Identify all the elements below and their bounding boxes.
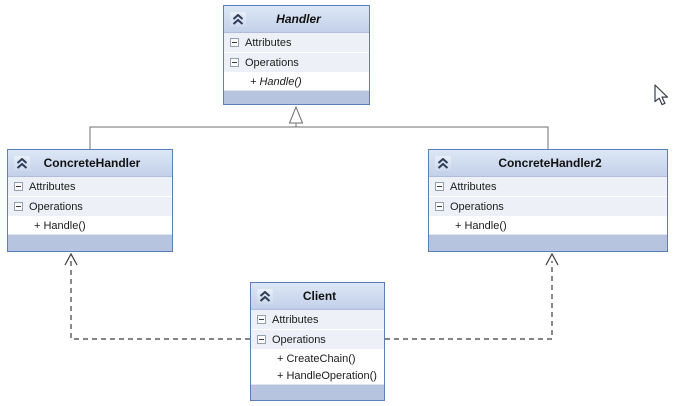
section-label: Operations bbox=[272, 333, 326, 346]
class-title: ConcreteHandler bbox=[43, 156, 141, 170]
minus-box-icon[interactable] bbox=[257, 315, 266, 324]
section-label: Operations bbox=[450, 200, 504, 213]
minus-box-icon[interactable] bbox=[230, 38, 239, 47]
operation-item[interactable]: + CreateChain() bbox=[251, 350, 384, 367]
operation-item[interactable]: + Handle() bbox=[8, 217, 172, 234]
class-bottom-strip bbox=[224, 90, 369, 104]
class-bottom-strip bbox=[429, 234, 667, 251]
class-title: ConcreteHandler2 bbox=[498, 156, 602, 170]
section-label: Attributes bbox=[272, 313, 319, 326]
class-concretehandler[interactable]: ConcreteHandler Attributes Operations + … bbox=[7, 149, 173, 252]
class-header[interactable]: ConcreteHandler bbox=[8, 150, 172, 177]
minus-box-icon[interactable] bbox=[435, 202, 444, 211]
class-header[interactable]: ConcreteHandler2 bbox=[429, 150, 667, 177]
class-title: Handler bbox=[276, 12, 321, 26]
operation-item[interactable]: + Handle() bbox=[429, 217, 667, 234]
section-label: Operations bbox=[29, 200, 83, 213]
attributes-section[interactable]: Attributes bbox=[224, 33, 369, 53]
chevron-double-up-icon[interactable] bbox=[435, 155, 451, 171]
attributes-section[interactable]: Attributes bbox=[251, 310, 384, 330]
class-bottom-strip bbox=[8, 234, 172, 251]
open-arrowhead-icon bbox=[64, 252, 78, 266]
chevron-double-up-icon[interactable] bbox=[257, 288, 273, 304]
class-concretehandler2[interactable]: ConcreteHandler2 Attributes Operations +… bbox=[428, 149, 668, 252]
section-label: Attributes bbox=[245, 36, 292, 49]
class-header[interactable]: Handler bbox=[224, 6, 369, 33]
class-client[interactable]: Client Attributes Operations + CreateCha… bbox=[250, 282, 385, 401]
class-header[interactable]: Client bbox=[251, 283, 384, 310]
operations-section[interactable]: Operations bbox=[429, 197, 667, 217]
dependency-connector-right[interactable] bbox=[385, 252, 559, 340]
operation-item[interactable]: + Handle() bbox=[224, 73, 369, 90]
minus-box-icon[interactable] bbox=[230, 58, 239, 67]
open-arrowhead-icon bbox=[545, 252, 559, 266]
operations-section[interactable]: Operations bbox=[8, 197, 172, 217]
section-label: Operations bbox=[245, 56, 299, 69]
chevron-double-up-icon[interactable] bbox=[230, 11, 246, 27]
attributes-section[interactable]: Attributes bbox=[429, 177, 667, 197]
operation-item[interactable]: + HandleOperation() bbox=[251, 367, 384, 384]
attributes-section[interactable]: Attributes bbox=[8, 177, 172, 197]
class-handler[interactable]: Handler Attributes Operations + Handle() bbox=[223, 5, 370, 105]
inheritance-connector[interactable] bbox=[89, 123, 549, 149]
class-title: Client bbox=[302, 289, 337, 303]
operations-section[interactable]: Operations bbox=[224, 53, 369, 73]
chevron-double-up-icon[interactable] bbox=[14, 155, 30, 171]
section-label: Attributes bbox=[29, 180, 76, 193]
minus-box-icon[interactable] bbox=[14, 182, 23, 191]
inheritance-triangle-icon bbox=[288, 105, 304, 124]
operations-section[interactable]: Operations bbox=[251, 330, 384, 350]
dependency-connector-left[interactable] bbox=[64, 252, 250, 340]
class-bottom-strip bbox=[251, 384, 384, 400]
minus-box-icon[interactable] bbox=[257, 335, 266, 344]
minus-box-icon[interactable] bbox=[435, 182, 444, 191]
minus-box-icon[interactable] bbox=[14, 202, 23, 211]
mouse-cursor-icon bbox=[654, 84, 668, 106]
section-label: Attributes bbox=[450, 180, 497, 193]
